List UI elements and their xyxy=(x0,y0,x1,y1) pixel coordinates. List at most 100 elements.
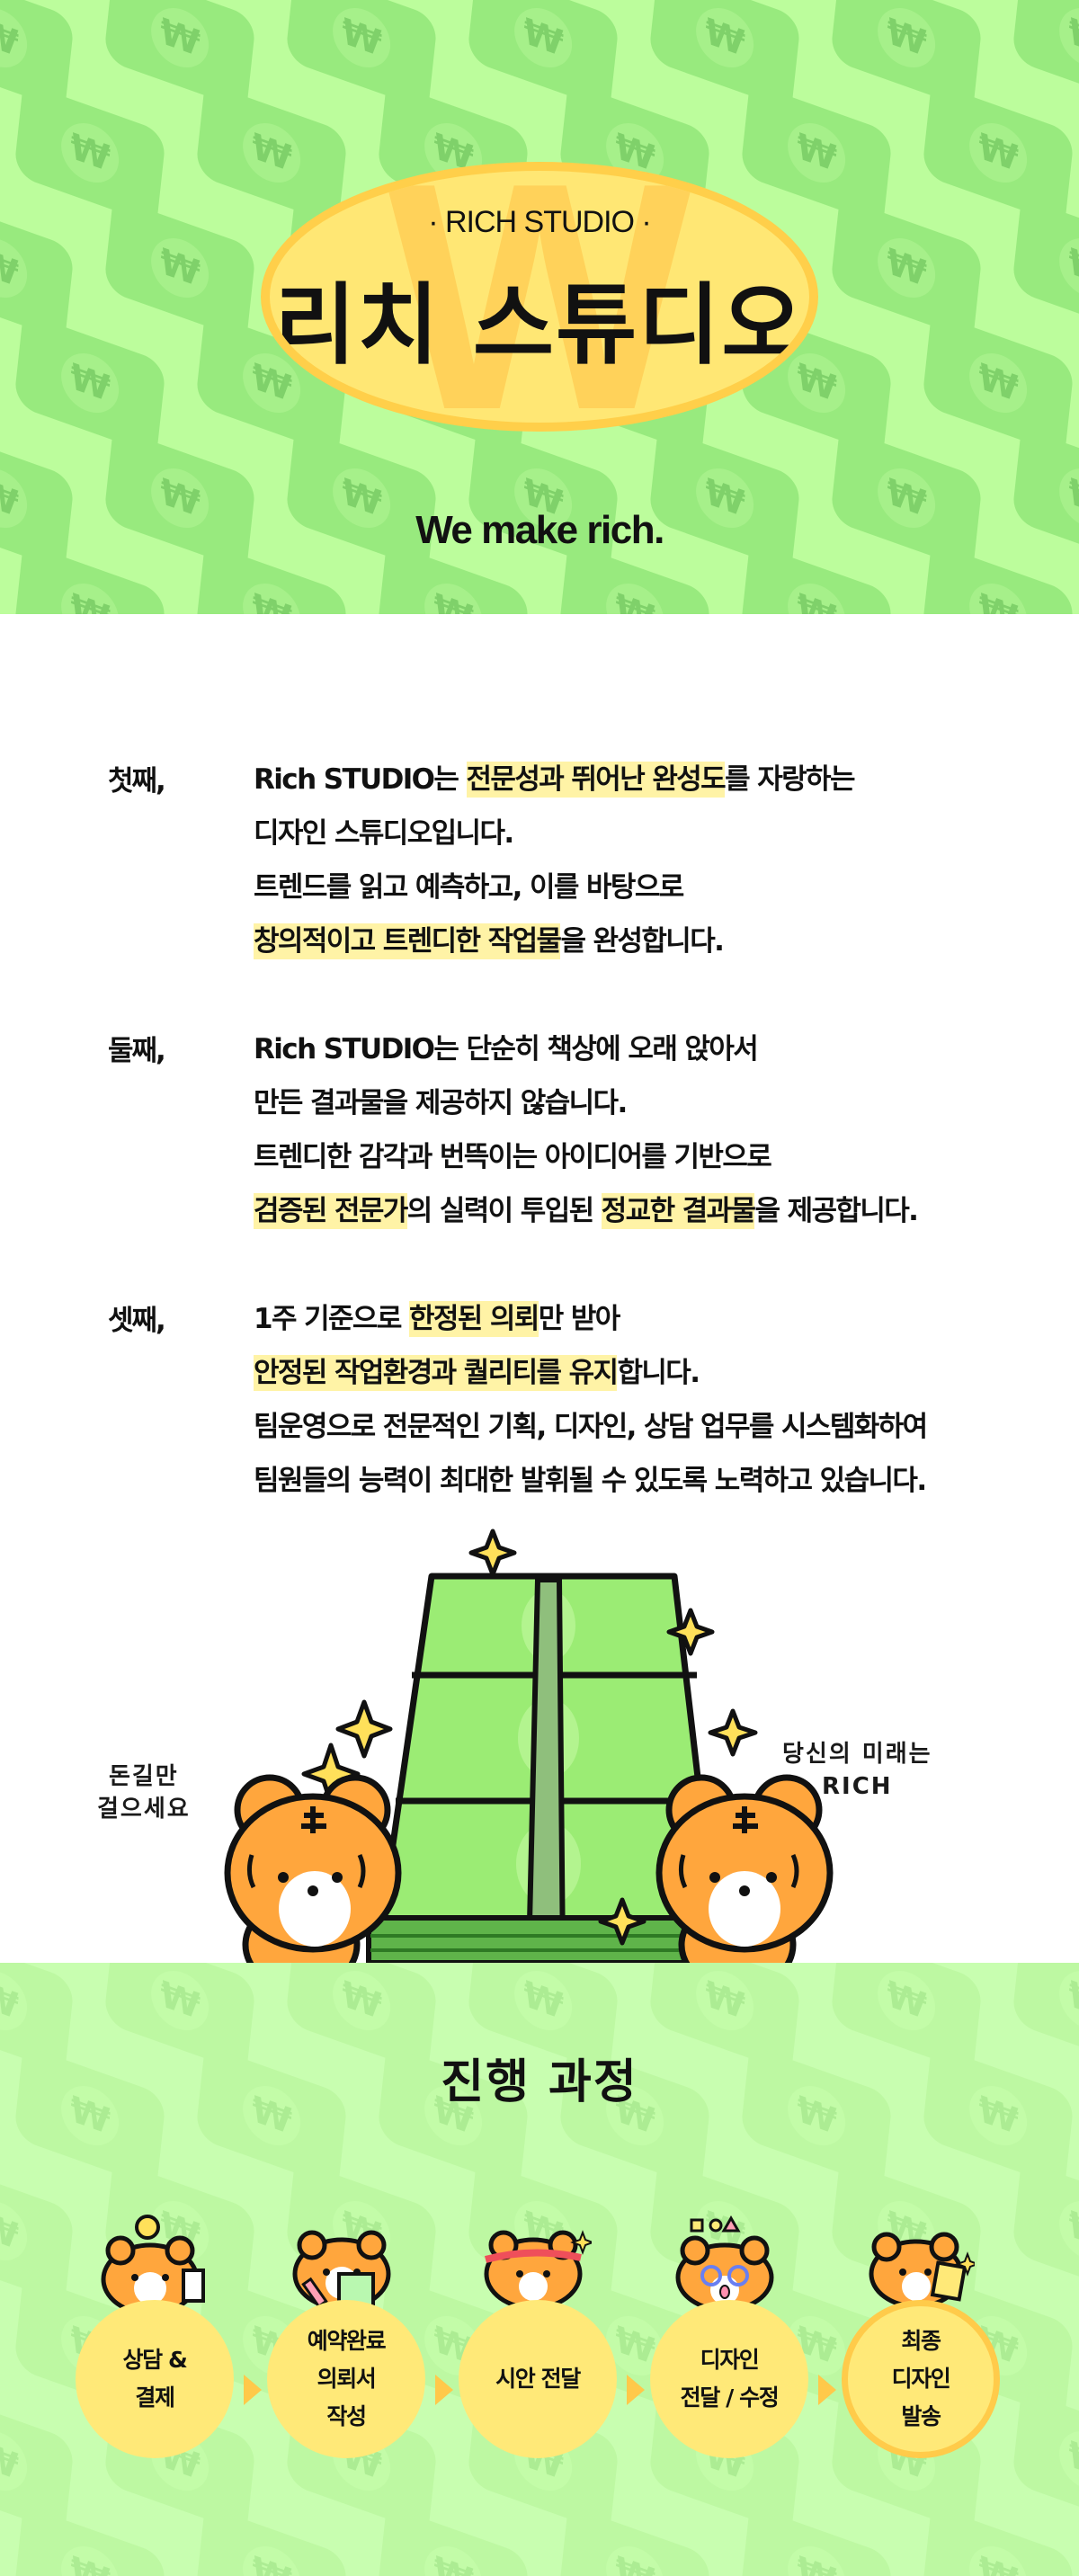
won-coin-icon: ₩ xyxy=(329,0,394,76)
process-title: 진행 과정 xyxy=(441,2055,638,2109)
won-coin-icon: ₩ xyxy=(421,575,486,614)
won-watermark-icon: W xyxy=(387,162,692,432)
won-coin-icon: ₩ xyxy=(239,575,304,614)
text-segment: Rich STUDIO는 단순히 책상에 오래 앉아서 xyxy=(254,1033,759,1065)
won-coin-icon: ₩ xyxy=(966,114,1030,192)
tiger-envelope-icon xyxy=(869,2232,975,2309)
text-line: Rich STUDIO는 전문성과 뛰어난 완성도를 자랑하는 xyxy=(254,758,856,812)
text-segment: 만든 결과물을 제공하지 않습니다. xyxy=(254,1087,628,1119)
brand-title: 리치 스튜디오 xyxy=(274,274,805,377)
text-segment: 만 받아 xyxy=(538,1303,621,1335)
tiger-glasses-icon xyxy=(675,2215,774,2313)
won-coin-icon: ₩ xyxy=(0,1963,31,2039)
text-segment: 트렌디한 감각과 번뜩이는 아이디어를 기반으로 xyxy=(254,1141,772,1173)
won-coin-icon: ₩ xyxy=(329,1963,394,2039)
highlighted-phrase: 검증된 전문가 xyxy=(254,1193,408,1229)
step-arrow-icon xyxy=(244,2375,262,2405)
money-bill-icon: ₩ xyxy=(921,82,1075,226)
money-bill-icon: ₩ xyxy=(194,542,349,614)
text-line: 만든 결과물을 제공하지 않습니다. xyxy=(254,1082,917,1136)
won-coin-icon: ₩ xyxy=(1056,0,1079,76)
text-line: 창의적이고 트렌디한 작업물을 완성합니다. xyxy=(254,920,854,974)
text-segment: Rich STUDIO는 xyxy=(254,763,467,796)
step-draft-delivery: 시안 전달 xyxy=(459,2215,620,2458)
won-coin-icon: ₩ xyxy=(966,344,1030,422)
won-coin-icon: ₩ xyxy=(692,0,757,76)
money-stack-icon xyxy=(224,1529,834,1981)
money-bill-icon: ₩ xyxy=(739,542,894,614)
tagline: We make rich. xyxy=(415,508,664,552)
won-coin-icon: ₩ xyxy=(1056,229,1079,307)
step-circle: 상담 & 결제 xyxy=(76,2300,234,2458)
won-coin-icon: ₩ xyxy=(58,114,122,192)
text-segment: 을 완성합니다. xyxy=(560,925,724,958)
step-circle: 예약완료 의뢰서 작성 xyxy=(267,2300,425,2458)
text-line: Rich STUDIO는 단순히 책상에 오래 앉아서 xyxy=(254,1028,917,1082)
money-bill-icon: ₩ xyxy=(829,197,984,341)
won-coin-icon: ₩ xyxy=(147,0,212,76)
money-bill-icon: ₩ xyxy=(13,542,167,614)
tiger-coin-icon xyxy=(101,2215,205,2313)
won-coin-icon: ₩ xyxy=(511,1963,575,2039)
tiger-pencil-icon xyxy=(292,2230,391,2313)
text-segment: 팀운영으로 전문적인 기획, 디자인, 상담 업무를 시스템화하여 xyxy=(254,1411,928,1443)
brand-logo-badge: W · RICH STUDIO · 리치 스튜디오 xyxy=(261,162,818,432)
money-bill-icon: ₩ xyxy=(376,542,531,614)
brand-subtitle: · RICH STUDIO · xyxy=(428,205,652,239)
money-bill-icon: ₩ xyxy=(1011,197,1079,341)
text-line: 트렌드를 읽고 예측하고, 이를 바탕으로 xyxy=(254,866,854,920)
text-line: 검증된 전문가의 실력이 투입된 정교한 결과물을 제공합니다. xyxy=(254,1190,919,1243)
won-coin-icon: ₩ xyxy=(58,575,122,614)
won-coin-icon: ₩ xyxy=(58,344,122,422)
highlighted-phrase: 안정된 작업환경과 퀄리티를 유지 xyxy=(254,1355,619,1391)
won-coin-icon: ₩ xyxy=(692,1963,757,2039)
highlighted-phrase: 한정된 의뢰 xyxy=(408,1301,540,1337)
tiger-headband-icon xyxy=(484,2230,592,2311)
step-circle: 시안 전달 xyxy=(459,2300,617,2458)
won-coin-icon: ₩ xyxy=(874,229,939,307)
step-circle-final: 최종 디자인 발송 xyxy=(842,2300,1000,2458)
process-steps: 상담 & 결제 예약완료 의뢰서 작 xyxy=(0,2215,1079,2574)
money-bill-icon: ₩ xyxy=(557,542,712,614)
tigers-money-illustration: 돈길만 걸으세요 당신의 미래는 RICH xyxy=(0,1513,1079,1981)
step-circle: 디자인 전달 / 수정 xyxy=(650,2300,808,2458)
won-coin-icon: ₩ xyxy=(602,575,667,614)
money-bill-icon: ₩ xyxy=(921,312,1075,456)
text-line: 팀운영으로 전문적인 기획, 디자인, 상담 업무를 시스템화하여 xyxy=(254,1405,928,1459)
highlighted-phrase: 전문성과 뛰어난 완성도 xyxy=(466,762,727,798)
won-coin-icon: ₩ xyxy=(511,0,575,76)
step-final-design-delivery: 최종 디자인 발송 xyxy=(842,2215,1003,2458)
point-label: 첫째, xyxy=(108,765,166,798)
money-bill-icon: ₩ xyxy=(103,197,257,341)
won-coin-icon: ₩ xyxy=(0,0,31,76)
text-line: 안정된 작업환경과 퀄리티를 유지합니다. xyxy=(254,1351,927,1405)
money-bill-icon: ₩ xyxy=(13,312,167,456)
process-section: ₩₩₩₩₩₩₩₩₩₩₩₩₩₩₩₩₩₩₩₩₩₩₩₩₩₩₩₩₩₩₩₩₩₩₩₩₩₩₩₩… xyxy=(0,1963,1079,2576)
won-coin-icon: ₩ xyxy=(147,1963,212,2039)
text-line: 1주 기준으로 한정된 의뢰만 받아 xyxy=(254,1297,927,1351)
text-segment: 1주 기준으로 xyxy=(254,1303,409,1335)
won-coin-icon: ₩ xyxy=(147,229,212,307)
money-bill-icon: ₩ xyxy=(13,82,167,226)
highlighted-phrase: 창의적이고 트렌디한 작업물 xyxy=(254,923,562,959)
text-line: 디자인 스튜디오입니다. xyxy=(254,812,854,866)
text-segment: 트렌드를 읽고 예측하고, 이를 바탕으로 xyxy=(254,871,684,904)
point-label: 둘째, xyxy=(108,1035,166,1067)
text-line: 팀원들의 능력이 최대한 발휘될 수 있도록 노력하고 있습니다. xyxy=(254,1459,927,1513)
handwritten-note-right: 당신의 미래는 RICH xyxy=(782,1741,932,1800)
text-segment: 합니다. xyxy=(617,1357,700,1389)
text-segment: 을 제공합니다. xyxy=(754,1195,918,1227)
step-booking-request-form: 예약완료 의뢰서 작성 xyxy=(267,2215,429,2458)
step-arrow-icon xyxy=(818,2375,836,2405)
step-arrow-icon xyxy=(627,2375,645,2405)
won-coin-icon: ₩ xyxy=(874,1963,939,2039)
won-coin-icon: ₩ xyxy=(0,229,31,307)
hero-banner: ₩₩₩₩₩₩₩₩₩₩₩₩₩₩₩₩₩₩₩₩₩₩₩₩₩₩₩₩₩₩₩₩₩₩₩₩₩₩₩₩… xyxy=(0,0,1079,614)
text-segment: 팀원들의 능력이 최대한 발휘될 수 있도록 노력하고 있습니다. xyxy=(254,1465,927,1497)
text-segment: 의 실력이 투입된 xyxy=(406,1195,602,1227)
